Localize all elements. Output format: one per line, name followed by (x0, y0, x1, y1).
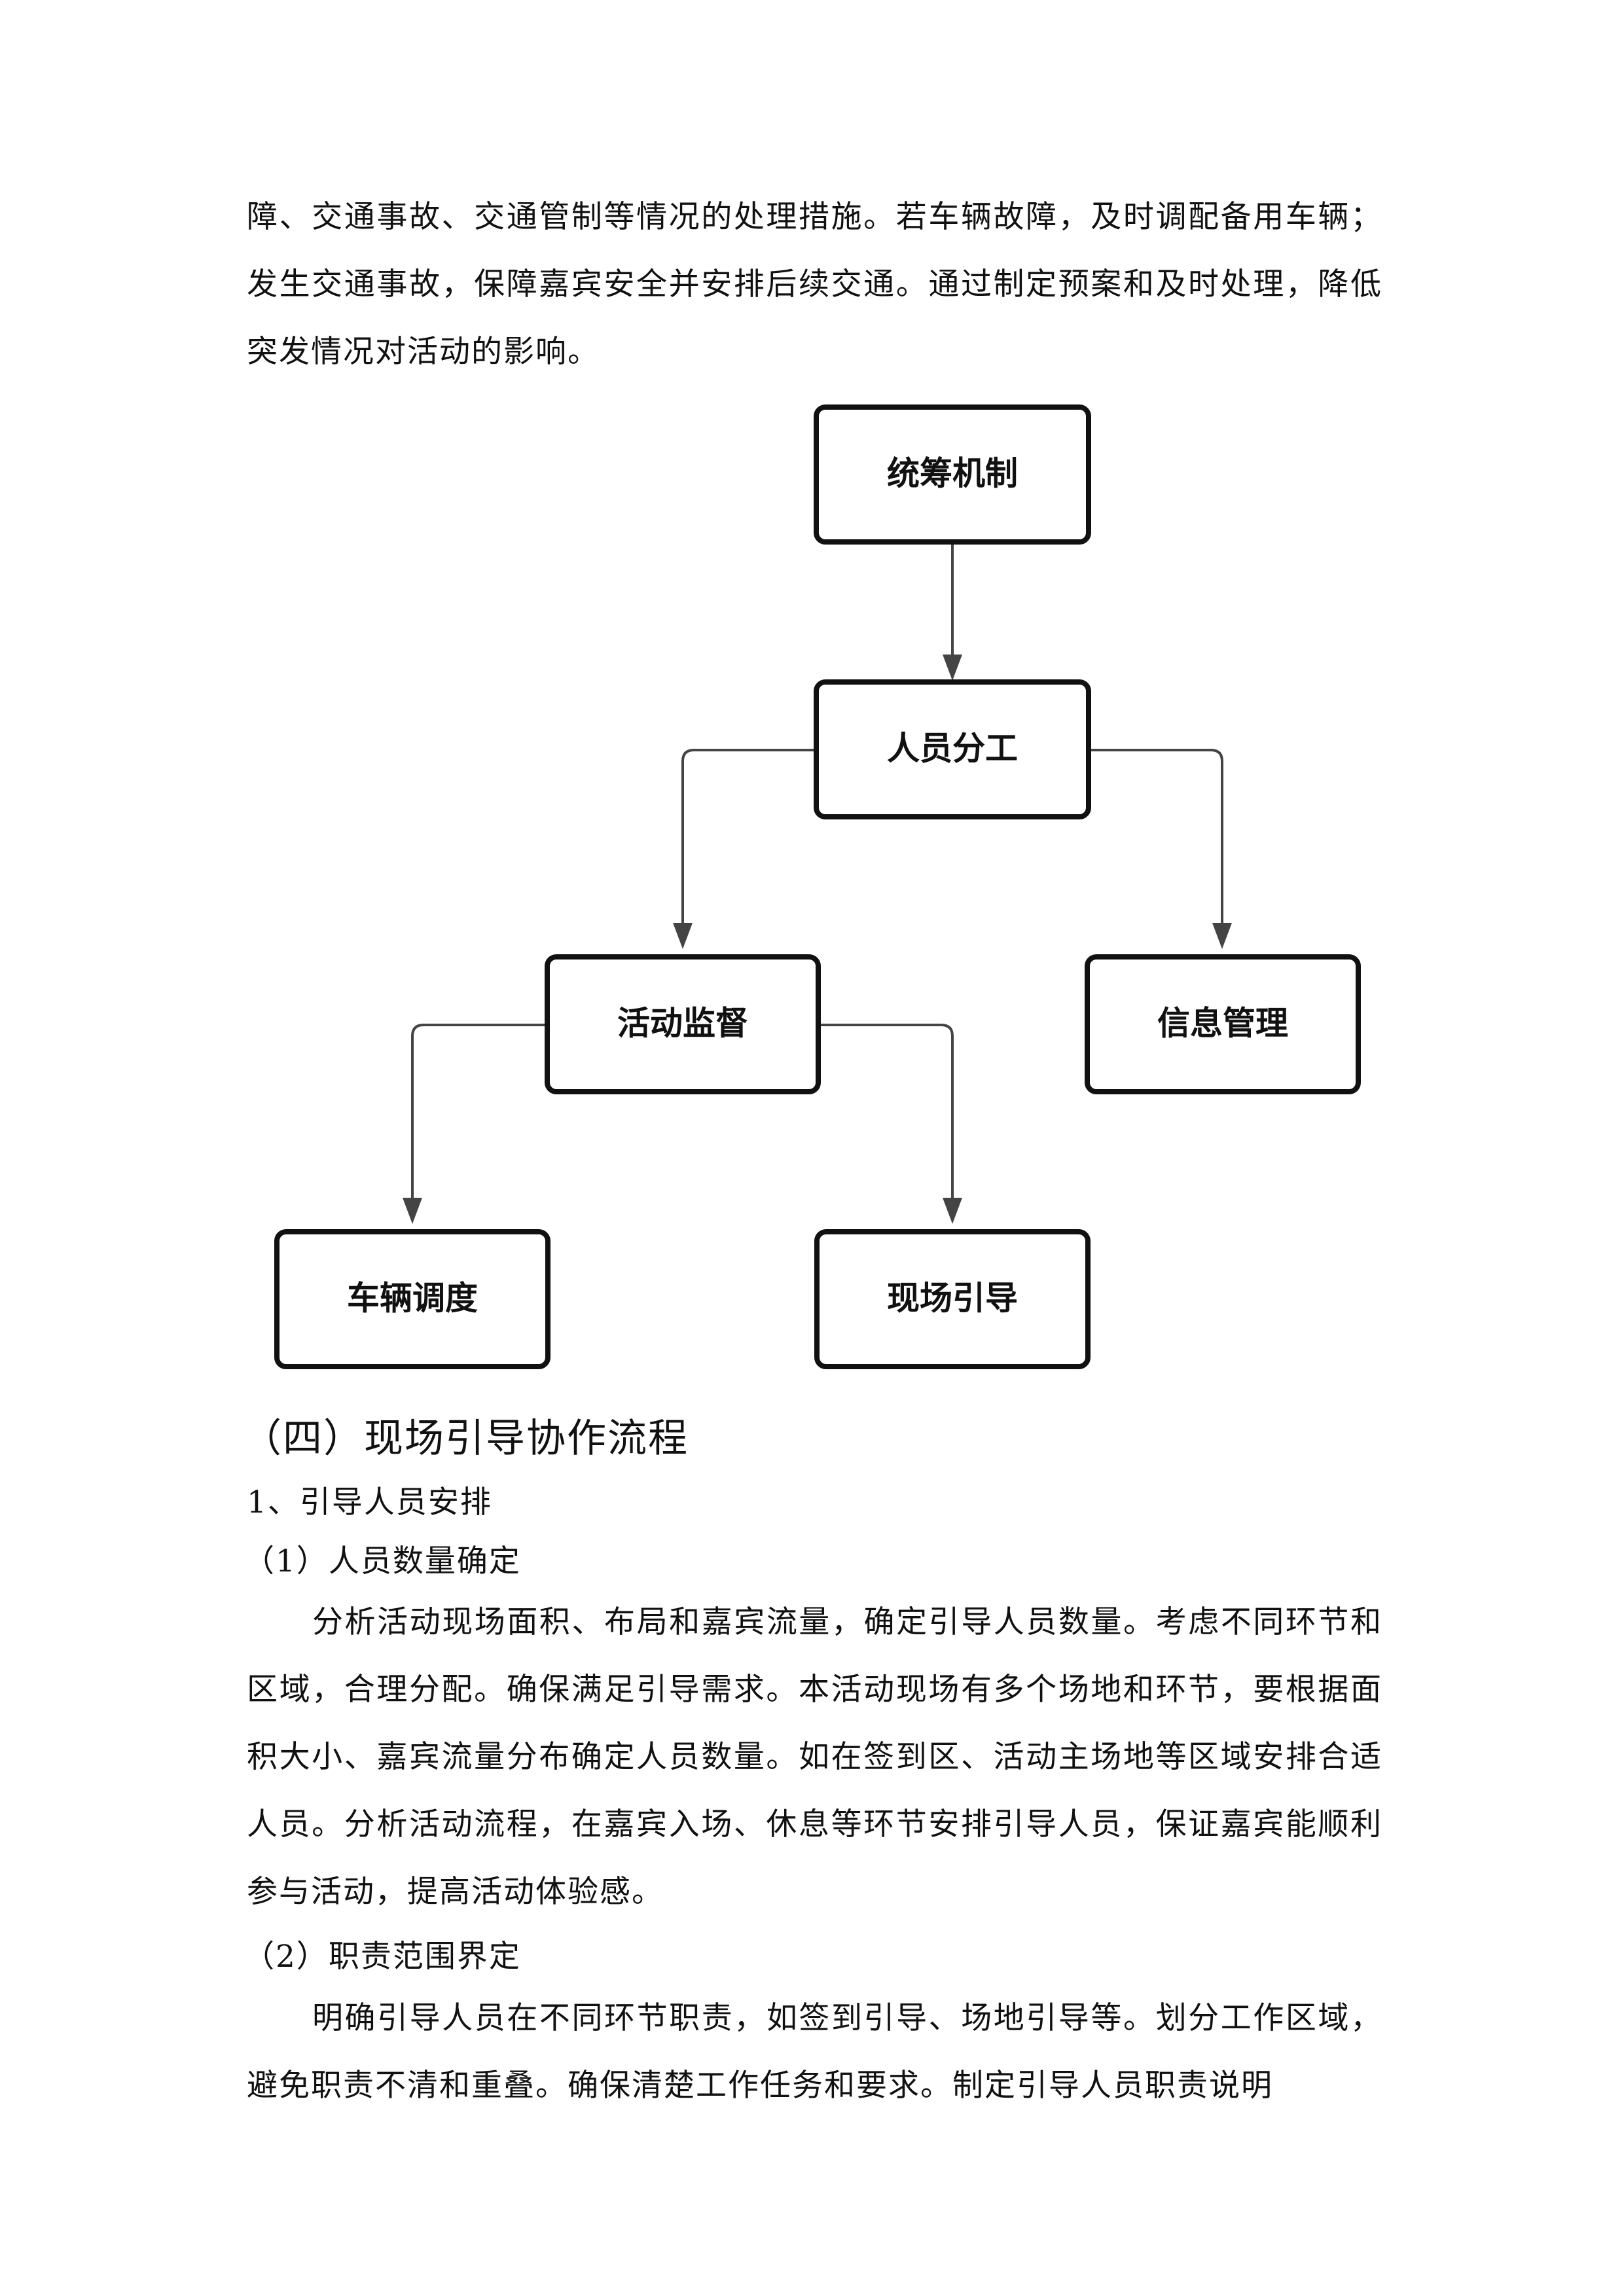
arrowhead-icon (1212, 923, 1232, 949)
node-vehicle: 车辆调度 (274, 1229, 550, 1369)
arrowhead-icon (403, 1198, 422, 1224)
node-vehicle-label: 车辆调度 (347, 1280, 478, 1318)
node-supervision: 活动监督 (545, 954, 821, 1094)
node-supervision-label: 活动监督 (617, 1005, 748, 1043)
edge-staffing-supervision (681, 749, 816, 928)
item-body-2: 明确引导人员在不同环节职责，如签到引导、场地引导等。划分工作区域，避免职责不清和… (247, 2000, 1382, 2104)
node-onsite: 现场引导 (814, 1229, 1091, 1369)
arrowhead-icon (943, 1198, 962, 1224)
item-heading-2: （2）职责范围界定 (244, 1939, 521, 1975)
edge-supervision-vehicle (411, 1024, 547, 1203)
node-onsite-label: 现场引导 (887, 1280, 1018, 1318)
node-info-label: 信息管理 (1157, 1005, 1288, 1043)
edge-supervision-onsite (818, 1024, 954, 1203)
node-staffing: 人员分工 (814, 679, 1091, 819)
arrowhead-icon (673, 923, 693, 949)
node-staffing-label: 人员分工 (887, 730, 1018, 768)
node-coordination-label: 统筹机制 (887, 455, 1018, 493)
item-heading-1: （1）人员数量确定 (244, 1543, 521, 1579)
node-info: 信息管理 (1085, 954, 1361, 1094)
subsection-heading: 1、引导人员安排 (247, 1484, 492, 1520)
node-coordination: 统筹机制 (814, 404, 1091, 545)
intro-paragraph: 障、交通事故、交通管制等情况的处理措施。若车辆故障，及时调配备用车辆；发生交通事… (247, 199, 1382, 370)
edge-staffing-info (1089, 749, 1223, 928)
arrowhead-icon (943, 655, 962, 681)
item-body-1: 分析活动现场面积、布局和嘉宾流量，确定引导人员数量。考虑不同环节和区域，合理分配… (247, 1604, 1382, 1910)
section-title: （四）现场引导协作流程 (242, 1416, 689, 1462)
